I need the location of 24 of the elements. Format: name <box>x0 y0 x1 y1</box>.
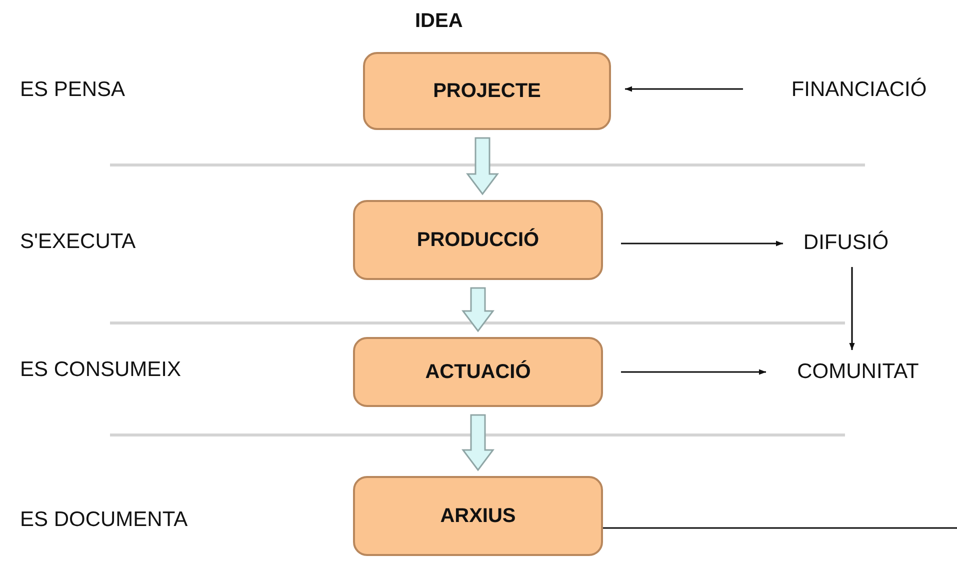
arrow <box>621 240 783 246</box>
process-box <box>363 52 611 130</box>
node-label: PROJECTE <box>433 80 541 102</box>
stage-label: S'EXECUTA <box>20 230 136 254</box>
process-box <box>353 337 603 407</box>
node-label: ACTUACIÓ <box>425 360 531 384</box>
stage-label: ES PENSA <box>20 78 126 102</box>
arrow <box>625 86 743 92</box>
arrow <box>849 267 855 350</box>
node-label: FINANCIACIÓ <box>791 78 927 102</box>
connector-line <box>603 527 957 529</box>
node-label: ARXIUS <box>440 504 516 528</box>
stage-label: ES CONSUMEIX <box>20 358 182 382</box>
node-label: DIFUSIÓ <box>803 231 889 255</box>
heading: IDEA <box>415 10 463 33</box>
stage-label: ES DOCUMENTA <box>20 508 188 532</box>
process-box <box>353 476 603 556</box>
node-label: PRODUCCIÓ <box>416 228 540 252</box>
process-box <box>353 200 603 280</box>
block-arrow <box>462 414 494 472</box>
block-arrow <box>462 287 494 332</box>
block-arrow <box>466 137 499 196</box>
arrow <box>621 369 766 375</box>
node-label: COMUNITAT <box>797 360 919 384</box>
